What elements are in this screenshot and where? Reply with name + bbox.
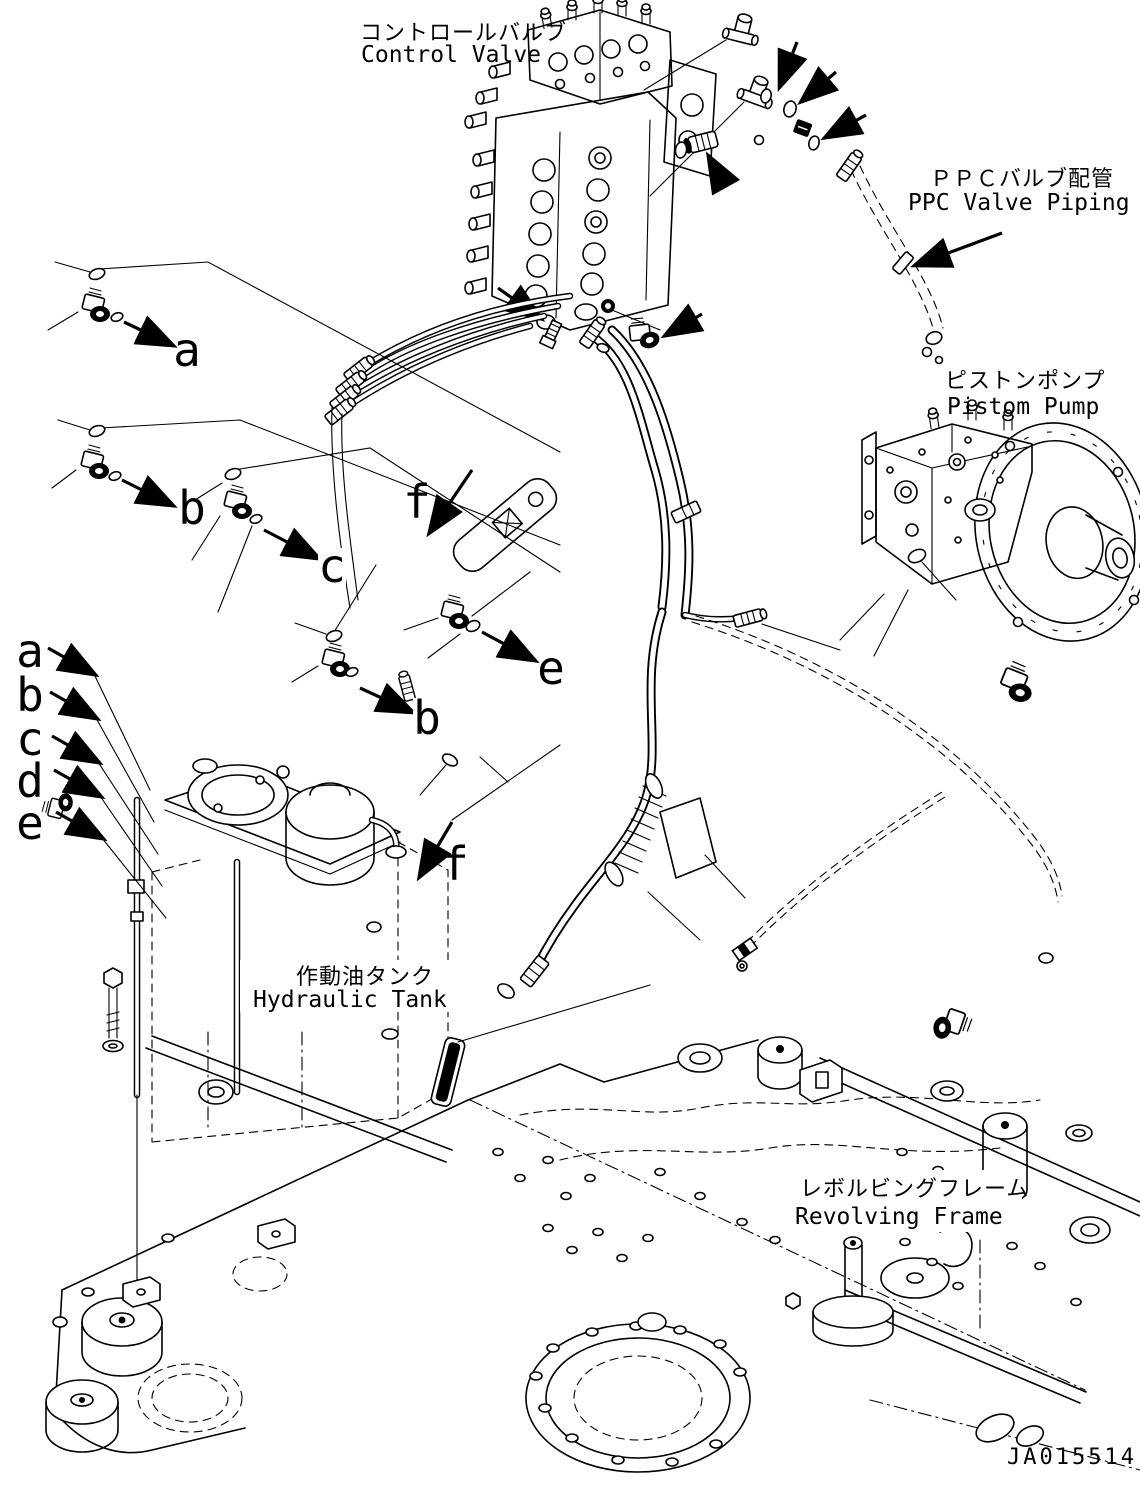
callout-letter-e: e — [16, 796, 44, 850]
callout-arrow — [47, 642, 100, 678]
o-ring — [760, 88, 772, 104]
ppc-piping-drawing — [835, 147, 1003, 365]
hydraulic-tank-drawing — [41, 758, 449, 1293]
callout-arrow-f1 — [426, 469, 474, 538]
callout-arrow-f2 — [416, 821, 454, 882]
label-ppc-piping-en: PPC Valve Piping — [908, 190, 1130, 216]
callout-letter-a: a — [173, 323, 201, 377]
part-arrow — [797, 65, 840, 106]
drawing-number: JA015514 — [1007, 1445, 1137, 1470]
o-ring — [907, 548, 927, 564]
label-revolving-frame-en: Revolving Frame — [795, 1204, 1003, 1230]
o-ring — [783, 100, 797, 118]
callout-arrow — [51, 730, 104, 766]
callout-arrow — [53, 764, 106, 800]
callout-letter-b: b — [178, 481, 206, 535]
plug-part — [793, 119, 813, 137]
part-arrow — [777, 41, 808, 92]
callout-letter-c: c — [16, 712, 44, 766]
part-arrow — [820, 106, 867, 141]
label-control-valve-jp: コントロールバルブ — [360, 21, 567, 46]
label-piston-pump-jp: ピストンポンプ — [945, 369, 1105, 394]
hose-wrap-tag — [659, 797, 717, 879]
callout-letter-f: f — [403, 475, 431, 529]
callout-letter-b: b — [16, 668, 44, 722]
label-control-valve-en: Control Valve — [361, 42, 541, 68]
part-arrow — [660, 303, 705, 339]
hose-bundle — [323, 292, 574, 609]
main-hose — [538, 311, 841, 651]
callout-letter-d: d — [16, 754, 44, 808]
label-ppc-piping-jp: ＰＰＣバルブ配管 — [930, 167, 1114, 192]
ppc-arrow — [910, 231, 1003, 268]
component-labels: コントロールバルブ Control Valve ＰＰＣバルブ配管 PPC Val… — [240, 21, 1137, 1470]
piston-pump-drawing — [839, 399, 1140, 705]
label-piston-pump-en: Pistom Pump — [947, 394, 1099, 420]
callout-arrow — [49, 686, 102, 722]
pump-elbow-fitting — [997, 659, 1037, 705]
o-ring — [497, 983, 515, 999]
callout-letter-f: f — [441, 837, 469, 891]
callout-column: a b c d e — [16, 624, 167, 919]
clip-part — [430, 1037, 466, 1107]
label-revolving-frame-jp: レボルビングフレーム — [800, 1177, 1029, 1202]
callout-letter-b: b — [413, 691, 441, 745]
callout-letter-c: c — [318, 539, 346, 593]
callout-letter-e: e — [537, 641, 565, 695]
part-arrow — [705, 151, 741, 196]
label-hydraulic-tank-en: Hydraulic Tank — [253, 987, 447, 1013]
hose-clamp-bracket — [452, 477, 558, 573]
revolving-frame-drawing — [45, 984, 1140, 1473]
o-ring — [808, 135, 820, 151]
callout-letter-a: a — [16, 624, 44, 678]
inline-callouts: a b c f e b f — [173, 323, 565, 891]
label-hydraulic-tank-jp: 作動油タンク — [296, 965, 434, 990]
valve-top-fittings — [497, 9, 867, 339]
callout-arrow — [55, 806, 108, 842]
dashed-hoses — [691, 615, 1063, 1043]
wrapped-hose — [497, 607, 746, 999]
o-ring — [674, 141, 688, 159]
fitting-groups — [47, 261, 561, 882]
